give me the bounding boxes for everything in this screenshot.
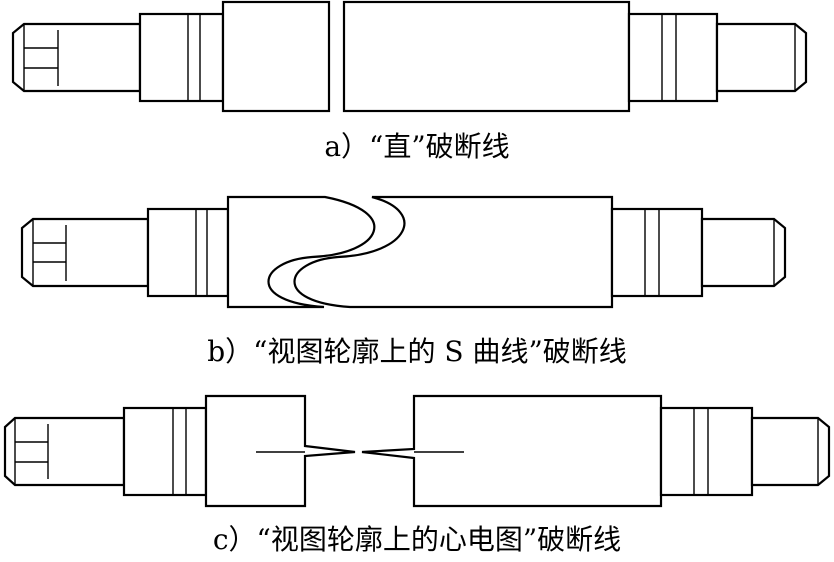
shaft-a-left-journal	[11, 22, 142, 93]
shaft-b-right-journal	[700, 217, 787, 288]
shaft-c-body-left	[204, 394, 356, 508]
shaft-b-left-journal	[20, 217, 150, 288]
shaft-b-body-left	[226, 195, 376, 309]
shaft-b	[20, 195, 787, 309]
caption-s-curve-break: b）“视图轮廓上的 S 曲线”破断线	[207, 335, 627, 368]
caption-straight-break: a）“直”破断线	[324, 130, 510, 163]
shaft-c-left-collar	[122, 406, 208, 497]
shaft-a-right-collar	[627, 12, 719, 103]
shaft-b-right-collar	[610, 207, 704, 298]
shaft-b-body-right	[293, 195, 614, 309]
shaft-a	[11, 0, 808, 113]
shaft-a-body-left	[221, 0, 331, 113]
shaft-b-left-collar	[146, 207, 230, 298]
shaft-c-right-collar	[659, 406, 754, 497]
shaft-c-body-right	[361, 394, 663, 508]
shaft-a-right-journal	[715, 22, 808, 93]
shaft-a-left-collar	[138, 12, 225, 103]
shaft-c-left-journal	[3, 416, 126, 487]
shaft-c	[3, 394, 831, 508]
caption-ecg-break: c）“视图轮廓上的心电图”破断线	[212, 523, 622, 556]
shaft-a-body-right	[342, 0, 631, 113]
